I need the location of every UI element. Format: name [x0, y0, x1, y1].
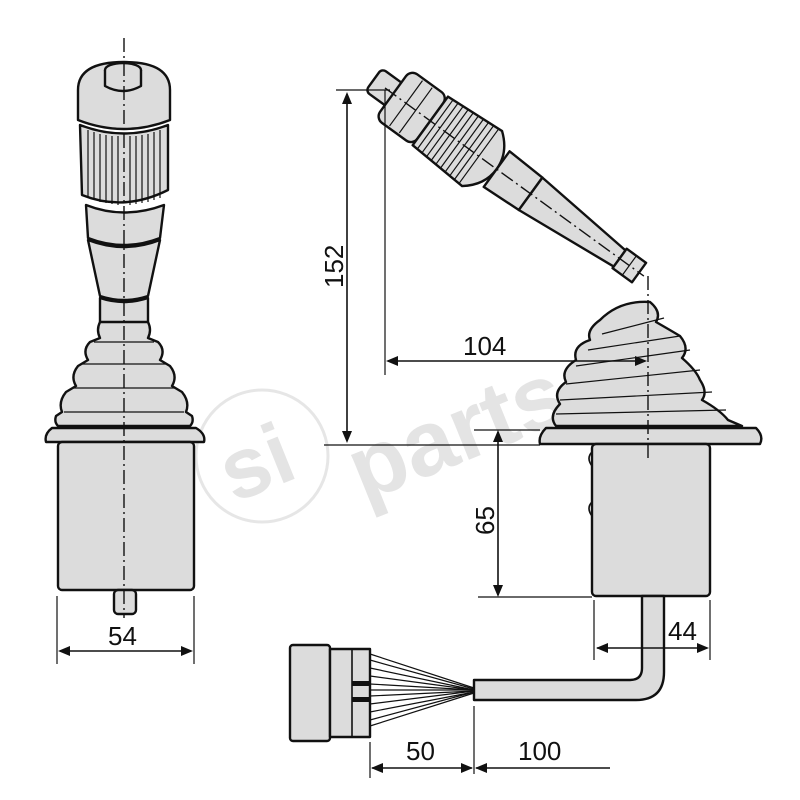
dimension-44: 44 [593, 600, 711, 660]
cable [472, 594, 666, 702]
svg-text:50: 50 [406, 736, 435, 766]
connector-wires [369, 653, 475, 727]
handle-taper [86, 238, 162, 302]
dimension-100: 100 [475, 736, 610, 773]
bottom-shaft [112, 588, 138, 616]
side-boot-folds [555, 317, 727, 415]
svg-text:44: 44 [668, 616, 697, 646]
side-housing-body [590, 442, 712, 598]
svg-text:100: 100 [518, 736, 561, 766]
connector-plug [288, 643, 372, 743]
svg-text:54: 54 [108, 621, 137, 651]
front-view: 54 [44, 38, 206, 664]
dimension-152: 152 [319, 89, 540, 446]
mounting-flange [44, 426, 206, 444]
housing-body [56, 440, 196, 592]
svg-text:si: si [205, 405, 307, 521]
svg-text:152: 152 [319, 245, 349, 288]
dimension-65: 65 [470, 429, 592, 598]
svg-text:104: 104 [463, 331, 506, 361]
dimension-104: 104 [384, 90, 647, 375]
side-mounting-flange [538, 426, 763, 446]
svg-text:65: 65 [470, 506, 500, 535]
dimension-54: 54 [56, 596, 195, 664]
side-view: 152 104 65 44 [288, 69, 763, 778]
dimension-50: 50 [369, 706, 475, 778]
knurl-lines [87, 130, 161, 205]
watermark: si parts [194, 342, 580, 524]
handle-collar [84, 203, 166, 247]
side-rubber-boot [551, 300, 744, 428]
